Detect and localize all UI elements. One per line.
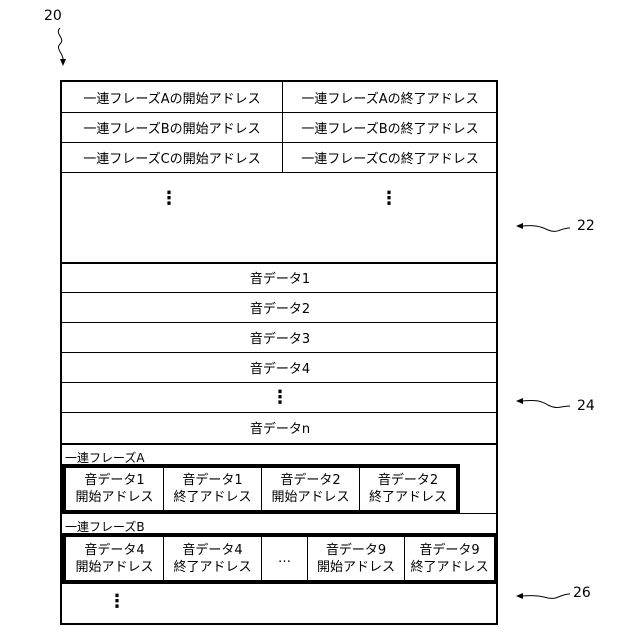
- phrase-a-cell-1: 音データ1 開始アドレス: [66, 468, 163, 510]
- phrase-a-cell-3: 音データ2 開始アドレス: [261, 468, 359, 510]
- phrase-b-cell-5-line2: 終了アドレス: [410, 559, 488, 576]
- phrase-a-cell-4-line2: 終了アドレス: [369, 489, 447, 506]
- phrase-b-cell-4-line2: 開始アドレス: [317, 559, 395, 576]
- sound-data-1: 音データ1: [62, 263, 498, 292]
- reference-numeral-20: 20: [44, 8, 62, 24]
- phrase-a-cell-4-line1: 音データ2: [378, 472, 438, 489]
- reference-numeral-24: 24: [577, 398, 595, 414]
- phrase-a-box: 音データ1 開始アドレス 音データ1 終了アドレス 音データ2 開始アドレス 音…: [62, 464, 460, 514]
- phrase-b-cell-1-line2: 開始アドレス: [75, 559, 153, 576]
- phrase-a-cell-4: 音データ2 終了アドレス: [359, 468, 456, 510]
- phrase-a-cell-2-line2: 終了アドレス: [173, 489, 251, 506]
- phrase-a-cell-2-line1: 音データ1: [182, 472, 242, 489]
- address-cell-b-end: 一連フレーズBの終了アドレス: [282, 112, 498, 142]
- address-cell-a-end: 一連フレーズAの終了アドレス: [282, 82, 498, 112]
- sound-data-2: 音データ2: [62, 292, 498, 322]
- sound-data-ellipsis: ⋮: [62, 382, 498, 412]
- phrase-a-cell-3-line2: 開始アドレス: [271, 489, 349, 506]
- address-ellipsis-left: ⋮: [160, 190, 178, 208]
- phrase-b-box: 音データ4 開始アドレス 音データ4 終了アドレス … 音データ9 開始アドレス…: [62, 533, 498, 584]
- phrase-a-cell-1-line1: 音データ1: [84, 472, 144, 489]
- reference-arrow-22: [512, 218, 574, 238]
- phrase-b-cell-5-line1: 音データ9: [419, 542, 479, 559]
- sound-data-3: 音データ3: [62, 322, 498, 352]
- phrase-b-cell-4-line1: 音データ9: [326, 542, 386, 559]
- address-ellipsis-right: ⋮: [380, 190, 398, 208]
- phrase-b-cell-1: 音データ4 開始アドレス: [66, 537, 163, 580]
- reference-numeral-26: 26: [573, 585, 591, 601]
- address-cell-c-end: 一連フレーズCの終了アドレス: [282, 142, 498, 172]
- phrase-b-cell-2-line1: 音データ4: [182, 542, 242, 559]
- address-cell-b-start: 一連フレーズBの開始アドレス: [62, 112, 282, 142]
- sound-data-4: 音データ4: [62, 352, 498, 382]
- phrase-a-cell-2: 音データ1 終了アドレス: [163, 468, 261, 510]
- phrase-b-cell-2: 音データ4 終了アドレス: [163, 537, 261, 580]
- phrase-a-cell-3-line1: 音データ2: [280, 472, 340, 489]
- address-cell-a-start: 一連フレーズAの開始アドレス: [62, 82, 282, 112]
- sound-data-n: 音データn: [62, 412, 498, 443]
- phrase-b-cell-4: 音データ9 開始アドレス: [307, 537, 404, 580]
- reference-arrow-26: [512, 586, 574, 606]
- phrase-b-cell-ellipsis-mark: …: [278, 550, 291, 567]
- phrase-b-cell-2-line2: 終了アドレス: [173, 559, 251, 576]
- phrase-b-cell-5: 音データ9 終了アドレス: [404, 537, 494, 580]
- phrase-b-cell-1-line1: 音データ4: [84, 542, 144, 559]
- phrases-ellipsis: ⋮: [108, 593, 126, 611]
- memory-map: 一連フレーズAの開始アドレス 一連フレーズAの終了アドレス 一連フレーズBの開始…: [60, 80, 498, 625]
- reference-numeral-22: 22: [577, 218, 595, 234]
- reference-arrow-24: [512, 392, 574, 412]
- phrase-b-cell-ellipsis: …: [261, 537, 307, 580]
- address-cell-c-start: 一連フレーズCの開始アドレス: [62, 142, 282, 172]
- reference-arrow-20: [52, 26, 76, 72]
- phrase-a-cell-1-line2: 開始アドレス: [75, 489, 153, 506]
